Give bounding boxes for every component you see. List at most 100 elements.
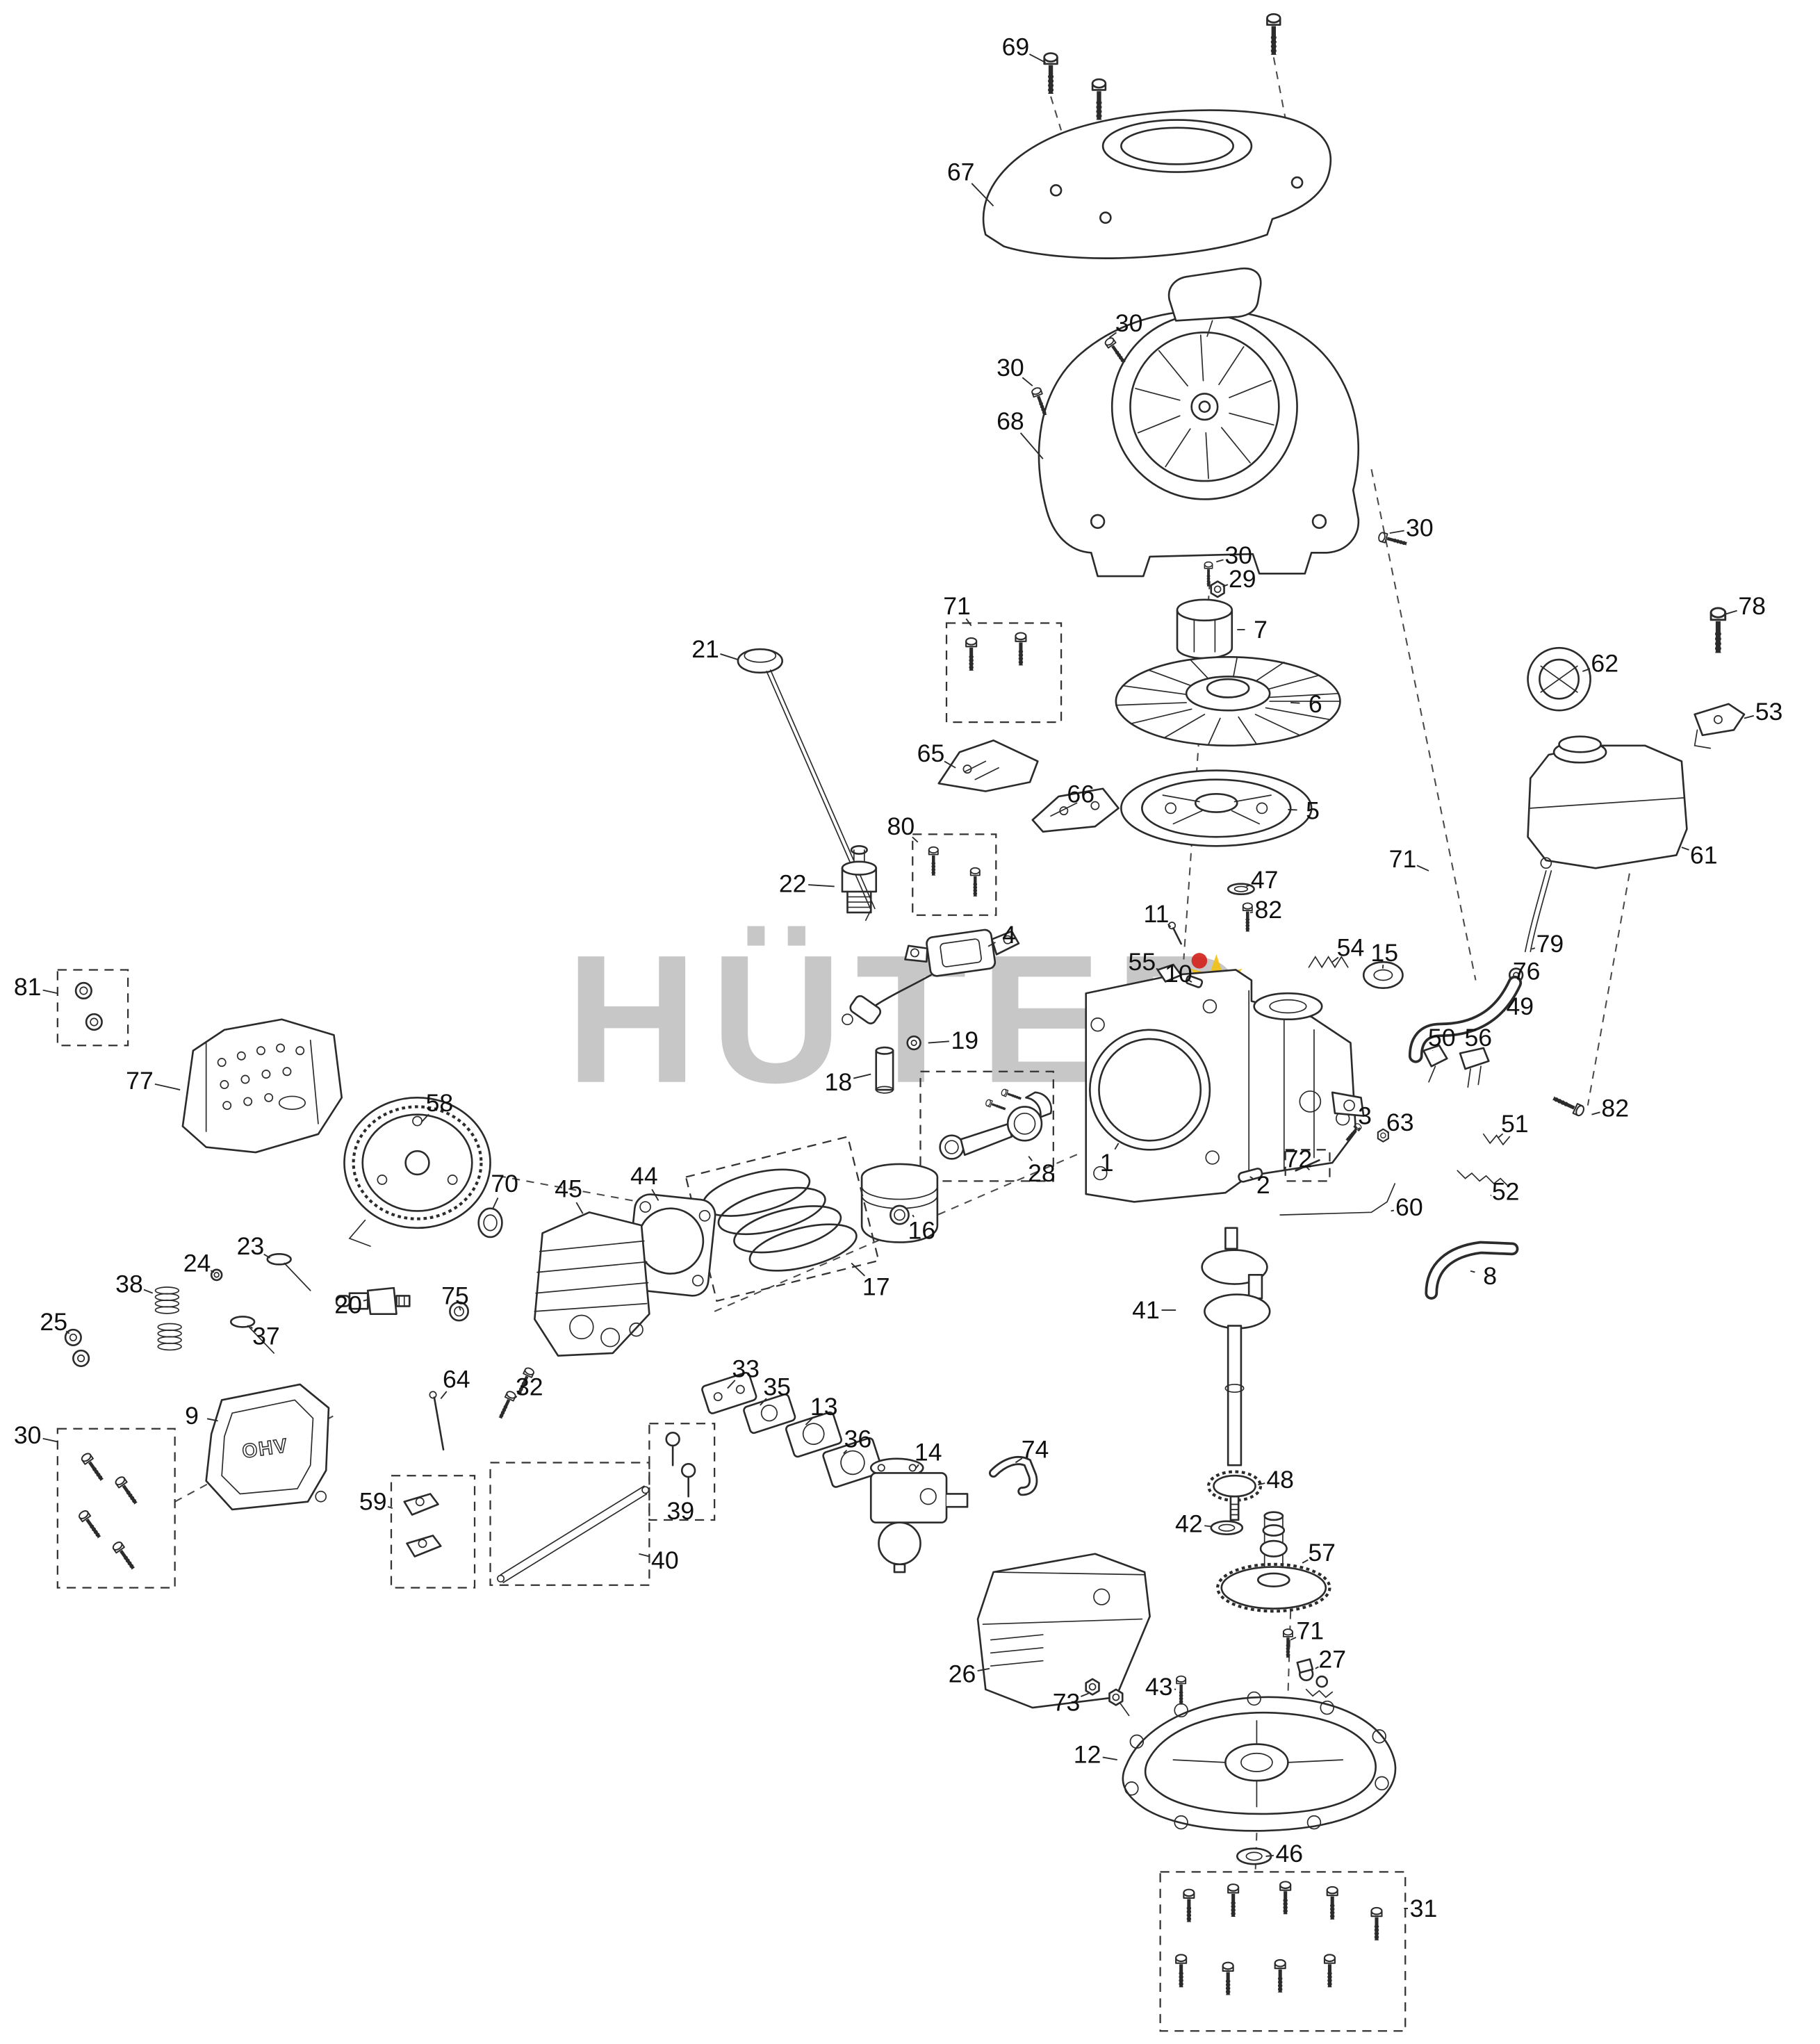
leader-line [363, 1299, 368, 1302]
leader-line [1258, 1482, 1265, 1486]
part-number-label: 78 [1738, 592, 1766, 620]
intake-gaskets [701, 1371, 883, 1488]
part-number-label: 22 [779, 870, 807, 898]
carburetor [869, 1457, 969, 1573]
muffler [343, 1096, 491, 1247]
engine-top-cover [982, 109, 1332, 259]
part-number-label: 47 [1251, 866, 1279, 894]
oil-pan [1122, 1691, 1397, 1832]
part-number-label: 30 [1115, 309, 1143, 337]
leader-line [1188, 979, 1192, 983]
bolt-31 [1183, 1890, 1194, 1922]
leader-line [1290, 1637, 1297, 1641]
leader-line [987, 942, 996, 947]
bolt-30 [1204, 562, 1212, 587]
washer-81 [85, 1013, 103, 1031]
pin-clip-19 [906, 1035, 921, 1051]
screw-69 [1044, 54, 1058, 95]
leader-line [492, 1197, 499, 1209]
part-number-label: 53 [1755, 698, 1783, 726]
part-number-label: 1 [1100, 1149, 1114, 1177]
leader-line [1028, 1156, 1033, 1161]
part-number-label: 16 [908, 1217, 936, 1245]
part-number-label: 66 [1067, 780, 1095, 808]
part-number-label: 15 [1370, 939, 1398, 967]
breather-pipe-8 [1425, 1241, 1519, 1300]
leader-line [387, 1505, 393, 1510]
leader-line [1102, 1756, 1117, 1761]
timing-gear-48 [1206, 1470, 1263, 1502]
gasket-13 [785, 1411, 842, 1458]
starter-cup [1176, 598, 1233, 660]
bolt-30 [81, 1452, 106, 1482]
part-number-label: 32 [516, 1373, 543, 1401]
leader-line [1315, 1666, 1319, 1669]
part-number-label: 29 [1229, 565, 1256, 593]
spring-51 [1482, 1133, 1511, 1146]
plate-15 [1362, 960, 1404, 990]
screw-78 [1711, 608, 1725, 653]
bracket-56 [1459, 1047, 1490, 1070]
part-number-label: 33 [732, 1355, 760, 1382]
part-number-label: 60 [1395, 1193, 1423, 1221]
leader-line [210, 1270, 215, 1273]
leader-line [1019, 432, 1044, 459]
pin-2 [1238, 1168, 1263, 1183]
air-filter-housing [976, 1553, 1151, 1717]
part-number-label: 26 [949, 1660, 976, 1687]
spring-52 [1457, 1170, 1509, 1187]
screw-71 [1015, 633, 1026, 666]
leader-line [639, 1553, 650, 1557]
ignition-coil [842, 929, 1020, 1026]
leader-line [915, 1464, 919, 1470]
bolt-80 [929, 847, 938, 876]
leader-line [1108, 332, 1117, 338]
part-number-label: 12 [1074, 1741, 1101, 1769]
bolt-30 [1378, 532, 1408, 548]
key-10 [1185, 974, 1204, 988]
bolt-box-30-bottom-left [56, 1428, 176, 1589]
part-number-label: 9 [185, 1402, 199, 1430]
screw-71 [966, 638, 976, 671]
plate-55 [1156, 963, 1182, 983]
part-number-label: 67 [947, 158, 975, 186]
tappets-group [648, 1423, 716, 1521]
fuel-pipe-79 [1524, 870, 1547, 953]
leader-line [928, 1040, 949, 1044]
bolt-32 [496, 1390, 516, 1420]
leader-line [760, 1398, 767, 1406]
screw [1267, 14, 1280, 55]
head-gasket [627, 1193, 716, 1297]
leader-line [727, 1380, 736, 1389]
part-number-label: 51 [1501, 1110, 1529, 1138]
cam-gear-teeth [1216, 1562, 1331, 1613]
magneto-flywheel [1120, 769, 1313, 847]
part-number-label: 18 [825, 1068, 853, 1096]
camshaft [1216, 1511, 1331, 1613]
part-number-label: 6 [1309, 690, 1322, 718]
part-number-label: 59 [359, 1488, 387, 1516]
part-number-label: 52 [1492, 1177, 1520, 1205]
part-number-label: 65 [917, 739, 945, 767]
cylinder-baffle-65 [937, 739, 1039, 792]
leader-line [440, 1391, 448, 1400]
breather-tube-74 [988, 1455, 1038, 1496]
part-number-label: 73 [1053, 1689, 1081, 1717]
leader-line [1331, 956, 1339, 963]
leader-line [1022, 377, 1033, 386]
part-number-label: 42 [1175, 1510, 1203, 1538]
spacer-36 [822, 1437, 883, 1488]
leader-line [912, 836, 919, 843]
governor-gear-assembly-27 [1296, 1658, 1334, 1699]
leader-line [513, 1396, 518, 1400]
part-number-label: 10 [1165, 960, 1192, 988]
leader-line [1167, 924, 1172, 928]
part-number-label: 69 [1002, 33, 1030, 61]
shield-vent-holes [217, 1043, 305, 1111]
push-rods-group [489, 1462, 650, 1586]
part-number-label: 45 [555, 1175, 582, 1203]
thrust-washer-42 [1210, 1520, 1244, 1535]
bolt-31 [1176, 1954, 1186, 1987]
part-number-label: 76 [1513, 957, 1541, 985]
part-number-label: 79 [1536, 930, 1564, 958]
